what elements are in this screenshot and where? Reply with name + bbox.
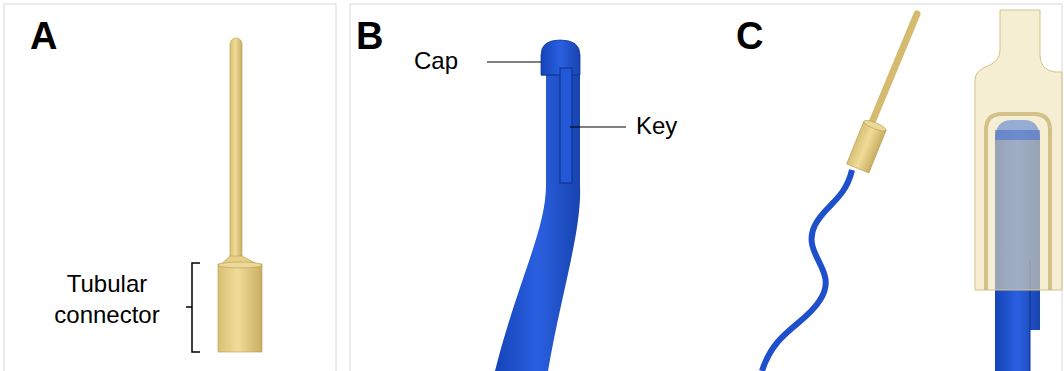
connector-pin [218,38,262,352]
pin-and-wire [762,14,917,371]
key [560,68,572,183]
cable-in-housing [975,10,1062,371]
panel-letter: B [356,14,383,58]
panel-letter: A [30,14,57,58]
part-label: Tubular connector [32,268,182,330]
leader-line [487,61,541,62]
panel-letter: C [736,14,763,58]
panel-frame [350,4,1062,371]
leader-line [570,126,626,127]
part-label: Cap [414,47,458,75]
bracket [186,263,200,352]
panel-frame [4,4,336,371]
part-label: Key [636,112,677,140]
blue-cable [495,40,580,371]
